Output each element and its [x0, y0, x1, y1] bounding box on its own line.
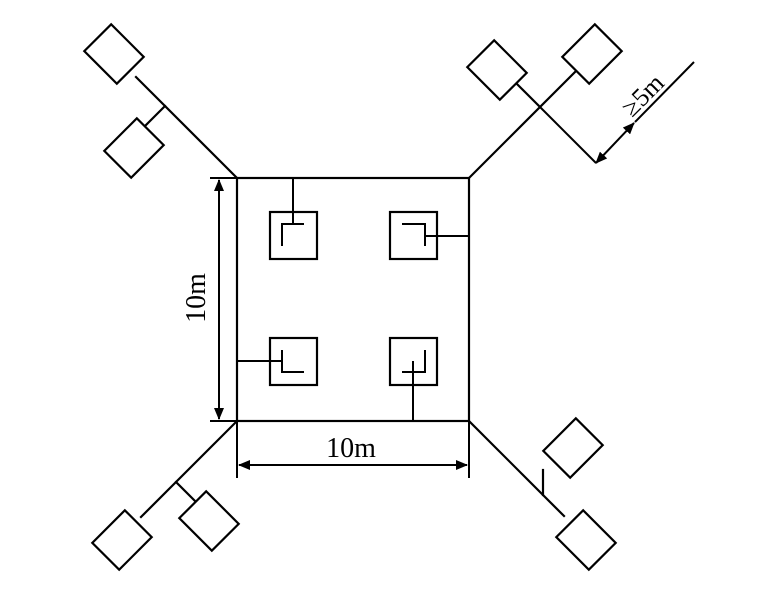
spacing-arrow [595, 122, 635, 164]
branch-top-right [465, 22, 624, 180]
branch-top-left [82, 22, 239, 180]
width-label: 10m [326, 433, 376, 464]
height-dimension: 10m [181, 177, 237, 422]
height-label: 10m [181, 273, 212, 323]
inner-unit-bottom-left [237, 336, 319, 387]
inner-unit-bottom-right [388, 336, 439, 421]
inner-unit-top-left [268, 178, 319, 261]
branch-bottom-right [467, 416, 618, 572]
inner-unit-top-right [388, 210, 469, 261]
spacing-label: ≥5m [616, 68, 670, 122]
branch-bottom-left [90, 419, 241, 572]
site-square [235, 176, 471, 423]
spacing-dimension: ≥5m [595, 61, 695, 164]
width-dimension: 10m [236, 421, 470, 478]
